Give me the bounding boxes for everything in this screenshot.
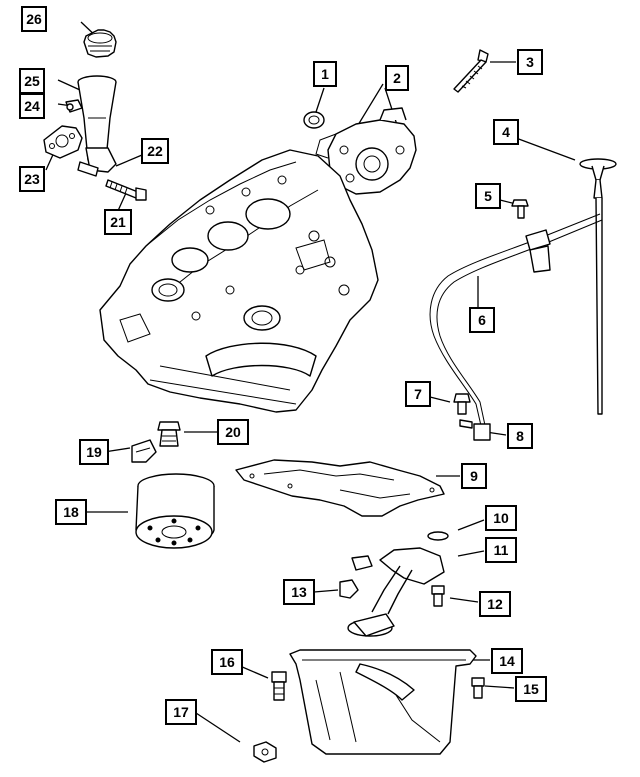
- callout-2: 2: [385, 65, 409, 91]
- oil-pan-bolt: [471, 677, 485, 699]
- callout-6-label: 6: [478, 312, 486, 328]
- callout-13-label: 13: [291, 584, 307, 600]
- filler-tube-bolt: [105, 179, 147, 201]
- callout-17: 17: [165, 699, 197, 725]
- filler-tube-gasket: [43, 125, 83, 159]
- dipstick-tube: [429, 213, 603, 441]
- callout-6: 6: [469, 307, 495, 333]
- callout-1-label: 1: [321, 66, 329, 82]
- callout-3: 3: [517, 49, 543, 75]
- callout-19-label: 19: [86, 444, 102, 460]
- callout-14-label: 14: [499, 653, 515, 669]
- callout-20: 20: [217, 419, 249, 445]
- callout-11: 11: [485, 537, 517, 563]
- callout-25: 25: [19, 68, 45, 94]
- tube-bracket-bolt: [511, 199, 529, 219]
- callout-8-label: 8: [516, 428, 524, 444]
- callout-9: 9: [461, 463, 487, 489]
- callout-12: 12: [479, 591, 511, 617]
- callout-21: 21: [104, 209, 132, 235]
- callout-9-label: 9: [470, 468, 478, 484]
- callout-26: 26: [21, 6, 47, 32]
- callout-3-label: 3: [526, 54, 534, 70]
- callout-22-label: 22: [147, 143, 163, 159]
- long-bolt: [453, 49, 489, 93]
- callout-18: 18: [55, 499, 87, 525]
- oil-pressure-sensor: [131, 439, 157, 463]
- callout-10-label: 10: [493, 510, 509, 526]
- callout-23-label: 23: [24, 171, 40, 187]
- callout-19: 19: [79, 439, 109, 465]
- callout-16-label: 16: [219, 654, 235, 670]
- callout-2-label: 2: [393, 70, 401, 86]
- sensor-clip: [65, 99, 83, 113]
- dipstick-tube-bolt: [453, 393, 471, 415]
- callout-13: 13: [283, 579, 315, 605]
- callout-4-label: 4: [502, 124, 510, 140]
- callout-17-label: 17: [173, 704, 189, 720]
- pickup-o-ring: [427, 531, 449, 541]
- windage-tray: [235, 459, 445, 517]
- callout-22: 22: [141, 138, 169, 164]
- callout-18-label: 18: [63, 504, 79, 520]
- oil-filler-cap: [83, 29, 117, 58]
- callout-14: 14: [491, 648, 523, 674]
- callout-12-label: 12: [487, 596, 503, 612]
- drain-plug: [253, 741, 277, 763]
- callout-5: 5: [475, 183, 501, 209]
- pickup-tube-bolt: [431, 585, 445, 607]
- oil-filler-tube: [77, 75, 117, 173]
- callout-15-label: 15: [523, 681, 539, 697]
- callout-11-label: 11: [494, 542, 509, 558]
- callout-7-label: 7: [414, 386, 422, 402]
- callout-26-label: 26: [26, 11, 42, 27]
- filter-adapter-fitting: [157, 421, 181, 447]
- callout-5-label: 5: [484, 188, 492, 204]
- callout-15: 15: [515, 676, 547, 702]
- engine-block: [99, 149, 379, 413]
- dipstick: [579, 158, 617, 415]
- callout-16: 16: [211, 649, 243, 675]
- callout-4: 4: [493, 119, 519, 145]
- callout-10: 10: [485, 505, 517, 531]
- oil-pan: [289, 649, 477, 755]
- callout-24: 24: [19, 93, 45, 119]
- pickup-tube-nut: [339, 579, 359, 599]
- callout-8: 8: [507, 423, 533, 449]
- callout-25-label: 25: [24, 73, 40, 89]
- callout-24-label: 24: [24, 98, 40, 114]
- callout-7: 7: [405, 381, 431, 407]
- oil-pan-stud: [271, 671, 287, 701]
- crankshaft-seal: [303, 111, 325, 129]
- callout-23: 23: [19, 166, 45, 192]
- callout-20-label: 20: [225, 424, 241, 440]
- callout-1: 1: [313, 61, 337, 87]
- oil-pickup-tube: [347, 547, 445, 637]
- filler-support-bracket: [77, 161, 99, 177]
- callout-21-label: 21: [110, 214, 126, 230]
- oil-filter: [135, 473, 215, 549]
